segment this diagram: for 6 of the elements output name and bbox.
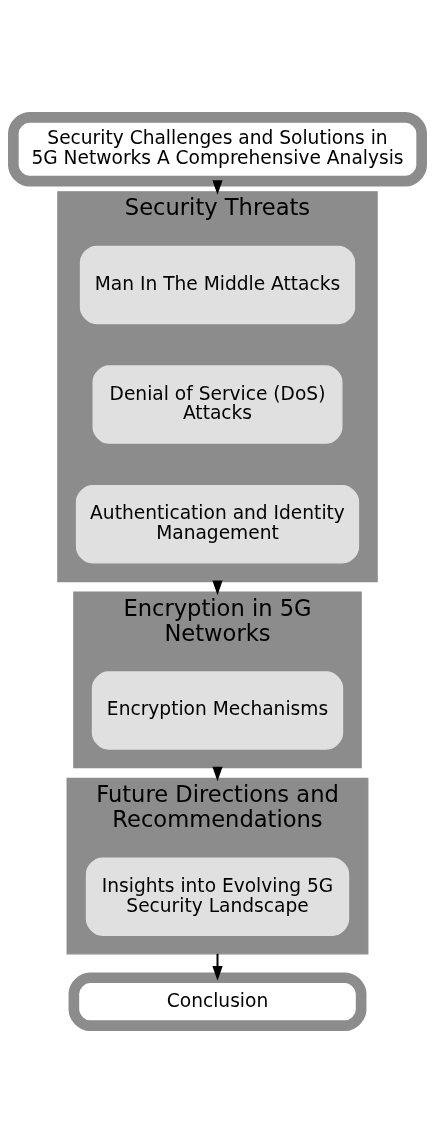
node-box: Authentication and Identity Management <box>75 485 360 564</box>
node-box: Conclusion <box>68 972 367 1031</box>
node-box: Man In The Middle Attacks <box>79 245 356 325</box>
node-box: Encryption Mechanisms <box>91 671 344 750</box>
node-box: Insights into Evolving 5G Security Landscape <box>85 857 350 936</box>
node-box: Denial of Service (DoS) Attacks <box>92 365 343 444</box>
